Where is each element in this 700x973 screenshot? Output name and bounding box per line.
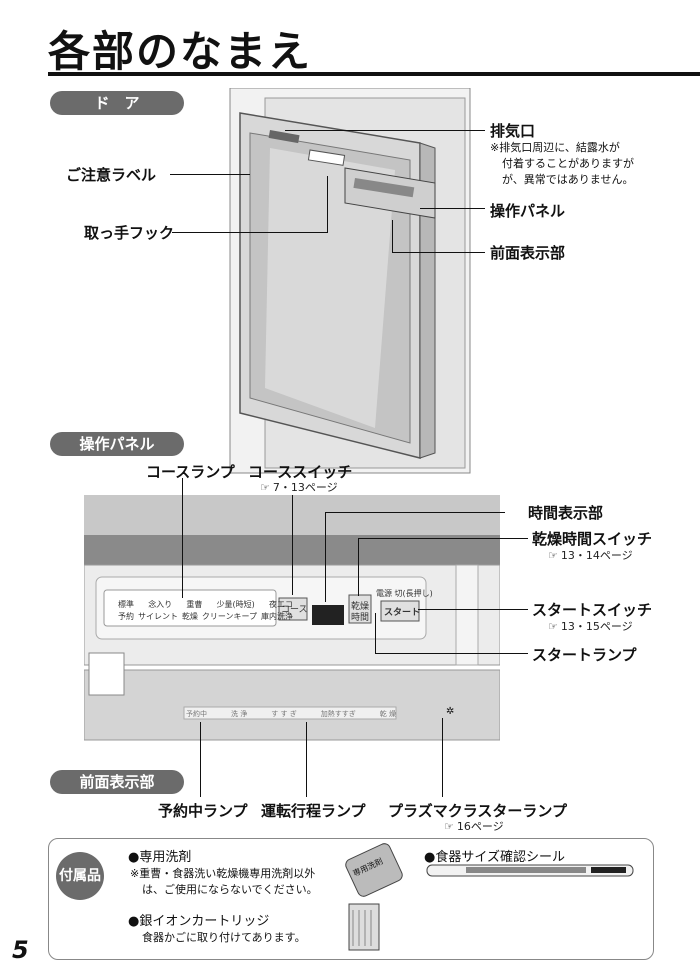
pointing-hand-icon: ☞	[548, 620, 558, 633]
pointing-hand-icon: ☞	[548, 549, 558, 562]
cartridge-illustration	[348, 903, 380, 951]
ref-start-switch: ☞13・15ページ	[548, 620, 633, 633]
plasma-cluster-icon: ✲	[446, 706, 455, 717]
label-process-lamp: 運転行程ランプ	[261, 802, 366, 820]
section-panel: 操作パネル	[50, 432, 184, 456]
course-careful[interactable]: 念入り	[148, 600, 173, 609]
detergent-pack-illustration	[345, 843, 403, 897]
leader-front-display-v	[392, 220, 393, 252]
leader-reservation-lamp	[200, 722, 201, 797]
course-button[interactable]: コース	[281, 605, 308, 615]
label-start-lamp: スタートランプ	[532, 646, 637, 664]
control-panel-illustration	[84, 495, 500, 741]
cartridge-note: 食器かごに取り付けてあります。	[142, 931, 306, 944]
pointing-hand-icon: ☞	[260, 481, 270, 494]
course-night-eco[interactable]: 夜エコ	[269, 600, 293, 609]
front-display-face: 予約中 洗 浄 す す ぎ 加熱すすぎ 乾 燥	[186, 709, 396, 719]
cartridge-heading: ●銀イオンカートリッジ	[128, 914, 270, 929]
exhaust-note-2: 付着することがありますが	[502, 157, 634, 170]
leader-time-display	[325, 512, 505, 513]
course-dry[interactable]: 乾燥	[181, 612, 198, 621]
front-wash-lamp: 洗 浄	[231, 710, 248, 718]
power-note: 電源 切(長押し)	[376, 589, 433, 598]
dry-button-line1[interactable]: 乾燥	[351, 602, 370, 612]
pointing-hand-icon: ☞	[444, 820, 454, 833]
label-handle-hook: 取っ手フック	[84, 224, 175, 242]
ref-plasma-lamp: ☞16ページ	[444, 820, 504, 833]
title-rule	[48, 72, 700, 76]
course-clean-keep[interactable]: クリーンキープ	[201, 612, 258, 621]
label-course-switch: コーススイッチ	[248, 463, 353, 481]
course-inner-wash[interactable]: 庫内洗浄	[261, 612, 293, 621]
course-standard[interactable]: 標準	[118, 600, 134, 609]
leader-caution	[170, 174, 250, 175]
label-exhaust: 排気口	[490, 122, 536, 140]
course-silent[interactable]: サイレント	[137, 612, 178, 621]
ref-course-switch: ☞7・13ページ	[260, 481, 338, 494]
label-control-panel: 操作パネル	[490, 202, 566, 220]
leader-start-lamp-v	[375, 613, 376, 653]
leader-front-display	[392, 252, 485, 253]
label-dry-time-switch: 乾燥時間スイッチ	[532, 530, 653, 548]
leader-start-switch	[418, 609, 528, 610]
leader-handle-hook	[172, 232, 327, 233]
course-row-1: 標準 念入り 重曹 少量(時短) 夜エコ	[118, 599, 293, 610]
course-small[interactable]: 少量(時短)	[216, 600, 255, 609]
page-title: 各部のなまえ	[48, 27, 313, 76]
size-sticker-heading: ●食器サイズ確認シール	[424, 850, 565, 865]
section-door: ド ア	[50, 91, 184, 115]
exhaust-note-1: ※排気口周辺に、結露水が	[490, 141, 620, 154]
start-button[interactable]: スタート	[384, 608, 421, 618]
front-dry-lamp: 乾 燥	[379, 710, 396, 718]
accessories-badge: 付属品	[56, 852, 104, 900]
leader-dry-time	[358, 538, 528, 539]
leader-control-panel	[420, 208, 485, 209]
detergent-note-1: ※重曹・食器洗い乾燥機専用洗剤以外	[130, 867, 316, 880]
label-time-display: 時間表示部	[528, 504, 604, 522]
course-bicarbonate[interactable]: 重曹	[186, 600, 203, 609]
leader-course-lamp	[182, 478, 183, 598]
label-caution: ご注意ラベル	[66, 166, 157, 184]
accessories-box	[48, 838, 654, 960]
leader-dry-time-v	[358, 538, 359, 596]
label-front-display: 前面表示部	[490, 244, 566, 262]
leader-start-lamp	[375, 653, 528, 654]
label-reservation-lamp: 予約中ランプ	[158, 802, 248, 820]
leader-process-lamp	[306, 722, 307, 797]
course-reserve[interactable]: 予約	[118, 612, 134, 621]
front-reserve-lamp: 予約中	[186, 710, 207, 718]
leader-handle-hook-v	[327, 176, 328, 233]
leader-plasma-lamp	[442, 718, 443, 797]
leader-time-display-v	[325, 512, 326, 602]
label-course-lamp: コースランプ	[146, 463, 235, 481]
label-start-switch: スタートスイッチ	[532, 601, 653, 619]
course-row-2: 予約 サイレント 乾燥 クリーンキープ 庫内洗浄	[118, 611, 293, 622]
leader-exhaust	[285, 130, 485, 131]
front-heat-rinse-lamp: 加熱すすぎ	[320, 710, 356, 718]
detergent-note-2: は、ご使用にならないでください。	[142, 883, 318, 896]
label-plasma-lamp: プラズマクラスターランプ	[388, 802, 567, 820]
front-rinse-lamp: す す ぎ	[271, 710, 297, 718]
page-number: 5	[12, 936, 29, 964]
detergent-heading: ●専用洗剤	[128, 850, 192, 865]
section-front: 前面表示部	[50, 770, 184, 794]
dry-button-line2[interactable]: 時間	[351, 613, 370, 623]
dishwasher-door-illustration	[229, 88, 471, 474]
ref-dry-time-switch: ☞13・14ページ	[548, 549, 633, 562]
leader-course-switch	[292, 495, 293, 595]
size-sticker-illustration	[426, 864, 634, 877]
exhaust-note-3: が、異常ではありません。	[502, 173, 634, 186]
